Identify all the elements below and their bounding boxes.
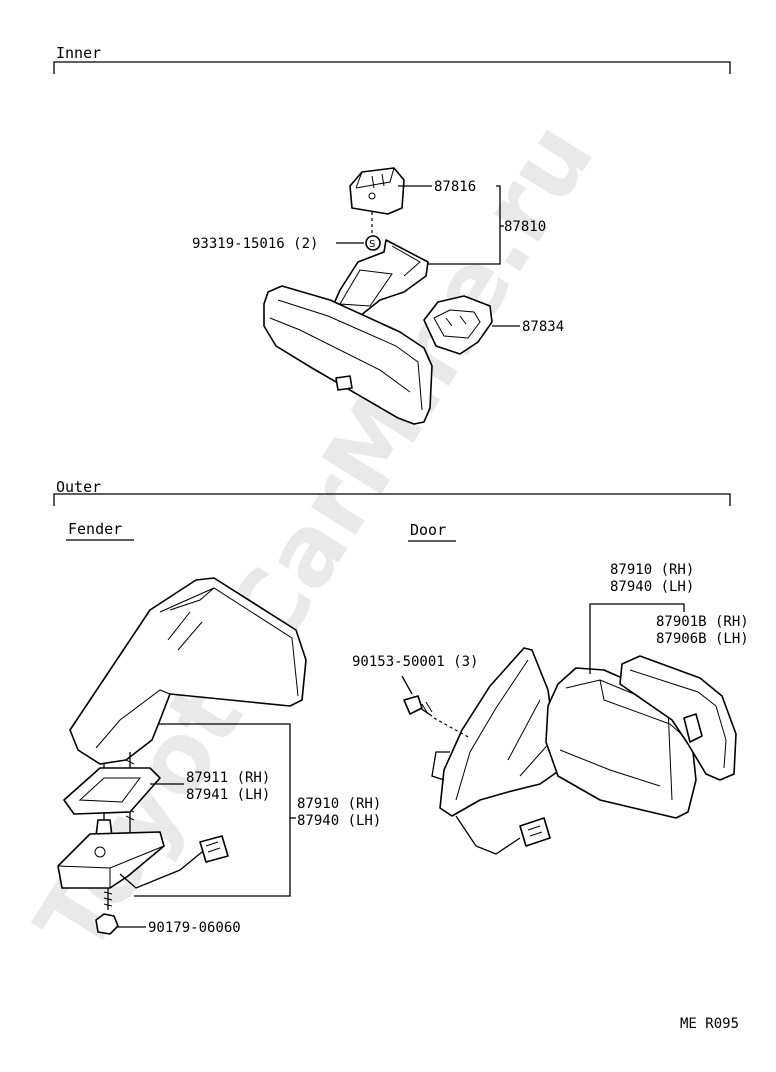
section-title-outer: Outer	[56, 478, 101, 496]
bracket-87816-drawing	[349, 167, 405, 215]
label-87901b: 87901B (RH)	[656, 614, 749, 630]
label-87940-door: 87940 (LH)	[610, 579, 694, 595]
inner-mirror-drawing	[263, 285, 433, 425]
section-title-fender: Fender	[68, 520, 122, 538]
label-90153-50001: 90153-50001 (3)	[352, 654, 478, 670]
fender-mirror-drawing	[57, 577, 307, 935]
label-90179-06060: 90179-06060	[148, 920, 241, 936]
diagram-code: ME R095	[680, 1016, 739, 1032]
label-87940-fender: 87940 (LH)	[297, 813, 381, 829]
cover-87834-drawing	[423, 295, 493, 355]
label-87906b: 87906B (LH)	[656, 631, 749, 647]
label-93319-15016: 93319-15016 (2)	[192, 236, 318, 252]
label-87816: 87816	[434, 179, 476, 195]
label-87910-door: 87910 (RH)	[610, 562, 694, 578]
screw-s-drawing: S	[365, 235, 381, 251]
label-87910-fender: 87910 (RH)	[297, 796, 381, 812]
section-title-inner: Inner	[56, 44, 101, 62]
inner-section: Inner S	[53, 44, 731, 425]
section-title-door: Door	[410, 521, 446, 539]
door-mirror-drawing	[403, 647, 737, 855]
label-87911: 87911 (RH)	[186, 770, 270, 786]
label-87810: 87810	[504, 219, 546, 235]
label-87941: 87941 (LH)	[186, 787, 270, 803]
outer-section: Outer Fender Door	[53, 478, 731, 542]
svg-text:S: S	[369, 239, 375, 250]
label-87834: 87834	[522, 319, 564, 335]
